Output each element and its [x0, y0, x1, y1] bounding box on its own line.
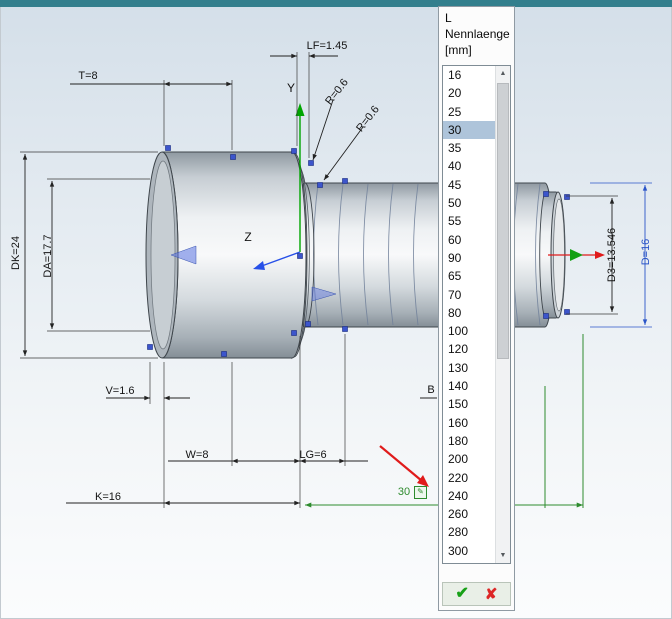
list-item[interactable]: 55 — [448, 214, 462, 229]
annotation-arrow — [379, 445, 429, 487]
scrollbar-thumb[interactable] — [497, 83, 509, 359]
list-item[interactable]: 120 — [448, 342, 469, 357]
scrollbar[interactable]: ▲ ▼ — [495, 66, 510, 563]
list-item[interactable]: 220 — [448, 470, 469, 485]
list-item[interactable]: 20 — [448, 86, 462, 101]
panel-header-name: Nennlaenge — [445, 27, 510, 41]
dimension-label-t: T=8 — [78, 70, 98, 82]
panel-header-variable: L — [445, 11, 452, 25]
extension-lines — [20, 52, 652, 508]
dimension-label-k: K=16 — [95, 491, 121, 503]
dimension-lines — [22, 53, 648, 506]
ok-button[interactable]: ✔ — [455, 585, 469, 602]
window-top-bar — [0, 0, 672, 7]
list-item[interactable]: 180 — [448, 433, 469, 448]
edit-dimension-icon[interactable]: ✎ — [414, 486, 427, 499]
dimension-label-w: W=8 — [185, 449, 209, 461]
list-item[interactable]: 80 — [448, 305, 462, 320]
x-axis-arrow — [595, 251, 605, 259]
list-item[interactable]: 60 — [448, 232, 462, 247]
list-item[interactable]: 140 — [448, 379, 469, 394]
panel-header: L Nennlaenge [mm] — [439, 7, 514, 58]
list-item[interactable]: 280 — [448, 525, 469, 540]
dimension-label-dk: DK=24 — [10, 236, 22, 270]
dimension-label-d3: D3=13.546 — [606, 227, 618, 283]
list-item[interactable]: 70 — [448, 287, 462, 302]
panel-header-unit: [mm] — [445, 43, 472, 57]
list-item[interactable]: 100 — [448, 324, 469, 339]
length-edit-value[interactable]: 30 — [397, 486, 411, 498]
list-item[interactable]: 260 — [448, 507, 469, 522]
list-item[interactable]: 200 — [448, 452, 469, 467]
z-axis-arrow — [253, 261, 265, 270]
list-item[interactable]: 240 — [448, 488, 469, 503]
scrollbar-down-icon[interactable]: ▼ — [496, 548, 510, 563]
list-item[interactable]: 35 — [448, 141, 462, 156]
list-item[interactable]: 160 — [448, 415, 469, 430]
list-item[interactable]: 50 — [448, 196, 462, 211]
cancel-button[interactable]: ✘ — [484, 585, 498, 603]
vertex-handles[interactable] — [147, 145, 570, 357]
dimension-label-b: B — [427, 384, 435, 396]
green-end-arrow — [570, 249, 583, 261]
list-item[interactable]: 130 — [448, 360, 469, 375]
list-item[interactable]: 40 — [448, 159, 462, 174]
list-item[interactable]: 65 — [448, 269, 462, 284]
z-axis-label: Z — [244, 230, 252, 244]
list-item[interactable]: 90 — [448, 250, 462, 265]
dimension-label-da: DA=17.7 — [42, 234, 54, 278]
list-item[interactable]: 150 — [448, 397, 469, 412]
scrollbar-up-icon[interactable]: ▲ — [496, 66, 510, 81]
drag-handle-center[interactable] — [311, 286, 337, 302]
list-item[interactable]: 300 — [448, 543, 469, 558]
dimension-label-d: D=16 — [640, 238, 652, 266]
triad — [253, 103, 605, 270]
list-item[interactable]: 16 — [448, 68, 462, 82]
dimension-label-lf: LF=1.45 — [306, 40, 348, 52]
list-item[interactable]: 45 — [448, 177, 462, 192]
list-item[interactable]: 25 — [448, 104, 462, 119]
dimension-label-v: V=1.6 — [105, 385, 135, 397]
list-item[interactable]: 30 — [443, 120, 495, 140]
panel-footer: ✔ ✘ — [442, 582, 511, 606]
y-axis-label: Y — [286, 81, 296, 95]
drag-handle-left[interactable] — [170, 245, 197, 265]
dimension-label-lg: LG=6 — [299, 449, 327, 461]
y-axis-arrow — [295, 103, 305, 116]
